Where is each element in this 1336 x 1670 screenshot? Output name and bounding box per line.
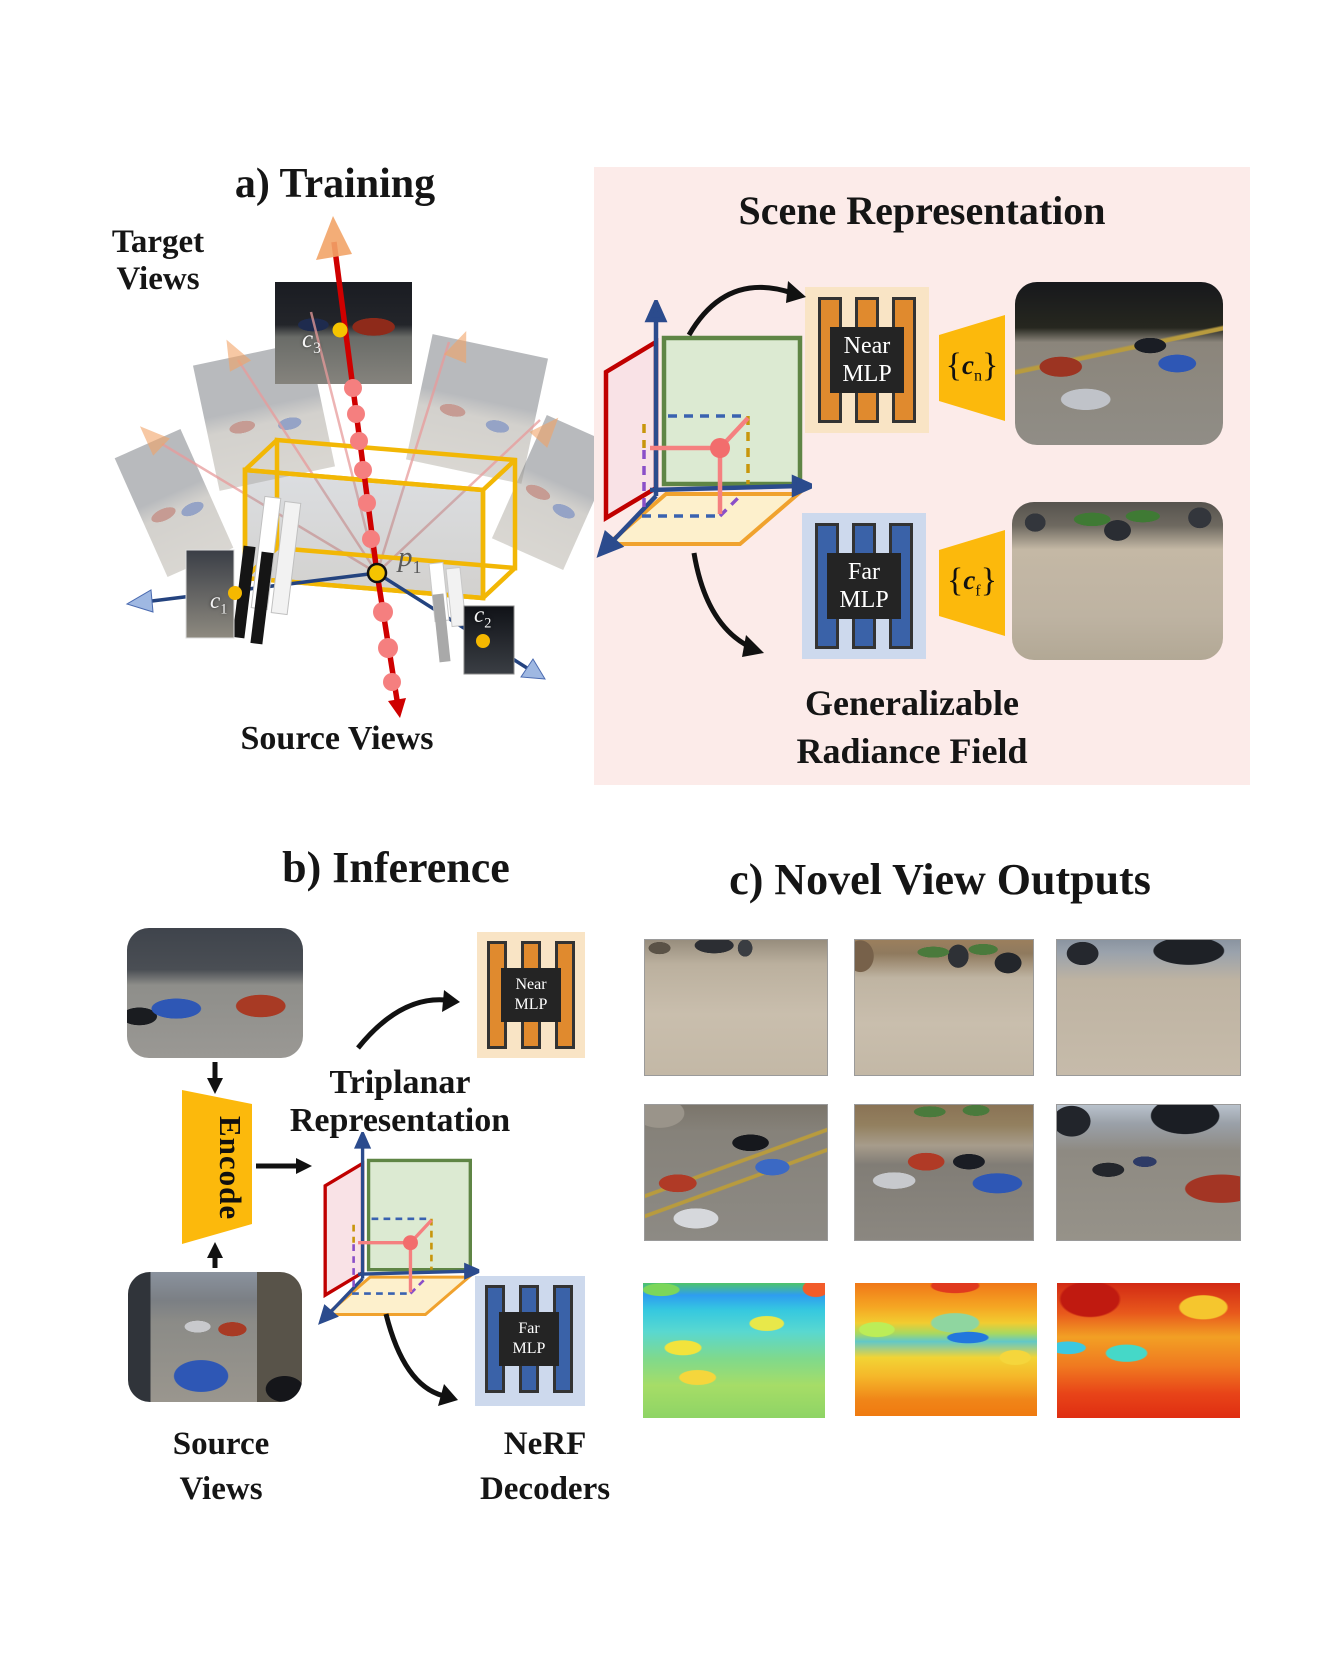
novel-view-near-1 [644,1104,828,1241]
inference-source-photo-2 [128,1272,302,1402]
label-c2: c2 [474,602,492,632]
near-field-output-photo [1015,282,1223,445]
near-decoder-trapezoid [939,315,1005,421]
target-views-label: Target Views [88,224,228,298]
novel-view-far-3 [1056,939,1241,1076]
source-camera-left [185,495,302,645]
encode-label: Encode [213,1115,248,1221]
inference-far-mlp-block: Far MLP [475,1276,585,1406]
far-mlp-block: Far MLP [802,513,926,659]
novel-views-title: c) Novel View Outputs [729,855,1151,904]
far-field-output-photo [1012,502,1223,660]
c3-intersection-dot [332,322,348,338]
source-views-label-b: Source Views [172,1426,270,1507]
far-codes-label: {cf} [946,562,998,600]
scene-representation-title: Scene Representation [738,188,1106,233]
near-mlp-label: Near MLP [830,327,904,393]
inference-far-mlp-label: Far MLP [499,1312,559,1366]
near-codes-label: {cn} [945,347,999,385]
inference-arrows [207,990,460,1406]
triplanar-representation-label: Triplanar Representation [289,1064,511,1139]
near-mlp-block: Near MLP [805,287,929,433]
target-view-arrowheads [139,331,559,456]
novel-view-depth-1 [643,1283,825,1418]
source-camera-right [428,561,515,675]
training-diagram [125,216,559,718]
target-views-line2: Views [116,261,200,297]
ray-sample-points [344,379,401,691]
label-c1: c1 [210,588,228,618]
source-views-label-a: Source Views [240,720,434,757]
novel-view-near-3 [1056,1104,1241,1241]
p1-sample-dot [366,562,388,584]
novel-view-far-1 [644,939,828,1076]
target-views-line1: Target [111,224,205,260]
novel-view-depth-2 [855,1283,1037,1416]
inference-near-mlp-label: Near MLP [501,968,561,1022]
label-c3: c3 [302,326,321,357]
panel-arrows [686,281,806,657]
encode-trapezoid [182,1090,252,1244]
nerf-decoders-label: NeRF Decoders [479,1426,611,1507]
novel-view-far-2 [854,939,1034,1076]
novel-view-near-2 [854,1104,1034,1241]
inference-title: b) Inference [282,843,510,892]
novel-view-depth-3 [1057,1283,1240,1418]
far-decoder-trapezoid [939,530,1005,636]
far-mlp-label: Far MLP [827,553,901,619]
scene-representation-panel: Scene Representation [594,167,1250,785]
training-title: a) Training [234,161,436,207]
inference-source-photo-1 [127,928,303,1058]
generalizable-radiance-field-caption: Generalizable Radiance Field [796,683,1028,771]
inference-near-mlp-block: Near MLP [477,932,585,1058]
label-p1: p1 [398,541,422,577]
